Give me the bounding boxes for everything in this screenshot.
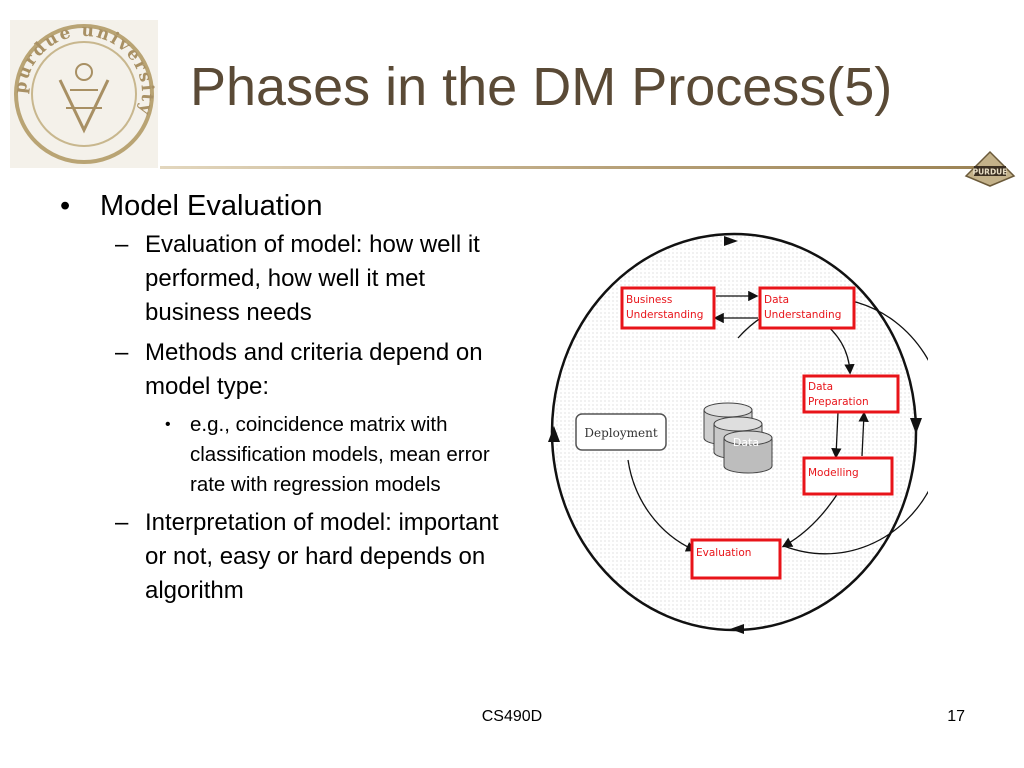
phase-deployment: Deployment <box>575 413 667 451</box>
svg-text:Modelling: Modelling <box>808 467 859 479</box>
sub-bullet-methods-criteria: – Methods and criteria depend on model t… <box>60 336 500 404</box>
footer-page-number: 17 <box>947 708 965 725</box>
university-seal-logo: purdue university <box>10 20 158 168</box>
title-divider <box>160 166 980 169</box>
data-label: Data <box>733 436 759 449</box>
dash-mark: – <box>115 509 129 536</box>
svg-text:Preparation: Preparation <box>808 396 869 408</box>
slide-body: • Model Evaluation – Evaluation of model… <box>60 188 500 614</box>
phase-business-understanding: Business Understanding <box>620 286 716 330</box>
svg-text:Business: Business <box>626 294 672 306</box>
sub-bullet-text: Interpretation of model: important or no… <box>145 509 499 604</box>
sub-bullet-interpretation: – Interpretation of model: important or … <box>60 506 500 608</box>
sub-sub-bullet-text: e.g., coincidence matrix with classifica… <box>190 413 490 496</box>
phase-evaluation: Evaluation <box>690 538 782 580</box>
svg-text:Evaluation: Evaluation <box>696 547 751 559</box>
svg-text:Data: Data <box>764 294 789 306</box>
footer-course: CS490D <box>481 708 543 725</box>
sub-bullet-evaluation-of-model: – Evaluation of model: how well it perfo… <box>60 228 500 330</box>
dash-mark: – <box>115 231 129 258</box>
dm-process-diagram: Business Understanding Data Understandin… <box>548 232 928 634</box>
svg-text:Understanding: Understanding <box>626 309 703 321</box>
sub-bullet-text: Methods and criteria depend on model typ… <box>145 339 483 400</box>
purdue-mini-logo: PURDUE <box>964 150 1016 187</box>
svg-text:Understanding: Understanding <box>764 309 841 321</box>
slide-title: Phases in the DM Process(5) <box>190 57 893 117</box>
bullet-dot: • <box>165 416 171 433</box>
phase-data-preparation: Data Preparation <box>802 374 900 414</box>
dash-mark: – <box>115 339 129 366</box>
svg-text:Deployment: Deployment <box>584 426 657 440</box>
sub-bullet-text: Evaluation of model: how well it perform… <box>145 231 480 326</box>
bullet-text: Model Evaluation <box>100 190 323 222</box>
svg-text:Data: Data <box>808 381 833 393</box>
bullet-dot: • <box>60 190 71 222</box>
phase-modelling: Modelling <box>802 456 894 496</box>
data-cylinders-icon: Data <box>703 402 773 474</box>
phase-data-understanding: Data Understanding <box>758 286 856 330</box>
mini-logo-text: PURDUE <box>973 168 1008 177</box>
sub-sub-bullet-example: • e.g., coincidence matrix with classifi… <box>60 410 500 500</box>
bullet-model-evaluation: • Model Evaluation <box>60 188 500 224</box>
